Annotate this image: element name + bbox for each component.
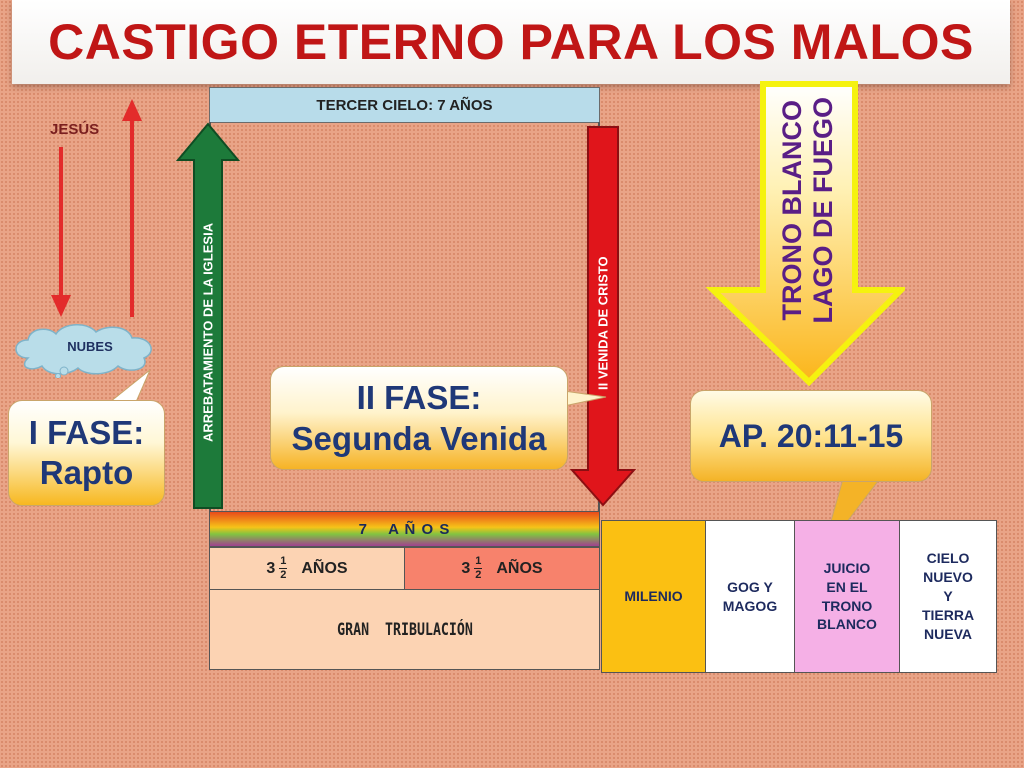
first-half-period: 3 1 2 AÑOS (209, 547, 405, 590)
timeline-label: MILENIO (624, 588, 683, 605)
phase-1-subtitle: Rapto (39, 454, 134, 491)
phase-2-callout: II FASE: Segunda Venida (270, 366, 568, 470)
phase-2-subtitle: Segunda Venida (291, 420, 547, 457)
rapture-arrow (176, 122, 240, 509)
timeline-label: GOG Y MAGOG (722, 578, 778, 614)
page-title: CASTIGO ETERNO PARA LOS MALOS (48, 14, 974, 70)
title-bar: CASTIGO ETERNO PARA LOS MALOS (12, 0, 1010, 84)
fraction-numerator: 1 (475, 555, 482, 567)
judgment-arrow-label: TRONO BLANCO LAGO DE FUEGO (776, 96, 838, 324)
timeline-new-heaven-earth: CIELO NUEVO Y TIERRA NUEVA (899, 520, 997, 673)
phase-1-callout: I FASE: Rapto (8, 400, 165, 506)
second-coming-arrow (570, 126, 636, 507)
great-tribulation: GRAN TRIBULACIÓN (209, 589, 600, 670)
cloud-shape: NUBES (15, 324, 152, 378)
great-tribulation-label: GRAN TRIBULACIÓN (336, 619, 473, 640)
fraction-numerator: 1 (280, 555, 287, 567)
up-arrow-icon (122, 99, 142, 317)
timeline-white-throne-judgment: JUICIO EN EL TRONO BLANCO (794, 520, 900, 673)
jesus-arrows (51, 99, 142, 317)
seven-years-bar: 7 A Ñ O S (209, 511, 600, 547)
fraction-denominator: 2 (280, 569, 287, 581)
down-arrow-icon (51, 147, 71, 317)
jesus-label: JESÚS (50, 121, 100, 138)
judgment-arrow-label-box: TRONO BLANCO LAGO DE FUEGO (760, 90, 856, 330)
timeline-label: JUICIO EN EL TRONO BLANCO (817, 559, 877, 633)
phase-2-title: II FASE: (356, 378, 482, 416)
half-whole: 3 (266, 559, 276, 577)
timeline-gog-magog: GOG Y MAGOG (705, 520, 795, 673)
half-fraction: 1 2 (474, 555, 483, 581)
second-half-period: 3 1 2 AÑOS (404, 547, 600, 590)
timeline-millennium: MILENIO (601, 520, 706, 673)
judgment-arrow (705, 81, 905, 386)
half-unit: AÑOS (301, 559, 348, 577)
third-heaven-header: TERCER CIELO: 7 AÑOS (209, 87, 600, 123)
second-coming-arrow-label: II VENIDA DE CRISTO (595, 256, 611, 390)
rapture-arrow-label: ARREBATAMIENTO DE LA IGLESIA (200, 222, 216, 443)
clouds-label: NUBES (67, 339, 113, 354)
fraction-denominator: 2 (475, 569, 482, 581)
timeline-label: CIELO NUEVO Y TIERRA NUEVA (921, 550, 975, 642)
half-fraction: 1 2 (279, 555, 288, 581)
scripture-callout: AP. 20:11-15 (690, 390, 932, 482)
half-unit: AÑOS (496, 559, 543, 577)
scripture-ref: AP. 20:11-15 (718, 417, 904, 454)
phase-1-title: I FASE: (28, 414, 145, 452)
half-whole: 3 (461, 559, 471, 577)
